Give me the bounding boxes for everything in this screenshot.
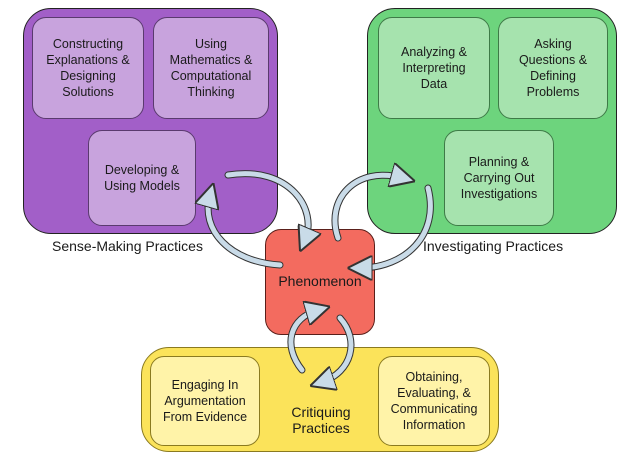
critiquing-group: Engaging In Argumentation From Evidence … — [141, 347, 499, 452]
critiquing-label: Critiquing Practices — [291, 404, 351, 436]
communicating-information-box: Obtaining, Evaluating, & Communicating I… — [378, 356, 490, 446]
sense-making-label: Sense-Making Practices — [52, 238, 203, 254]
phenomenon-label: Phenomenon — [278, 273, 362, 289]
sense-making-group: Constructing Explanations & Designing So… — [23, 8, 278, 234]
investigating-group: Analyzing & Interpreting Data Asking Que… — [367, 8, 617, 234]
critiquing-cycle-arrows — [287, 310, 355, 382]
constructing-explanations-box: Constructing Explanations & Designing So… — [32, 17, 144, 119]
planning-investigations-box: Planning & Carrying Out Investigations — [444, 130, 554, 226]
sense-making-cycle-arrows — [208, 170, 308, 269]
investigating-label: Investigating Practices — [423, 238, 564, 254]
using-mathematics-box: Using Mathematics & Computational Thinki… — [153, 17, 269, 119]
developing-models-box: Developing & Using Models — [88, 130, 196, 226]
analyzing-data-box: Analyzing & Interpreting Data — [378, 17, 490, 119]
asking-questions-box: Asking Questions & Defining Problems — [498, 17, 608, 119]
argumentation-box: Engaging In Argumentation From Evidence — [150, 356, 260, 446]
investigating-cycle-arrows — [331, 175, 434, 268]
